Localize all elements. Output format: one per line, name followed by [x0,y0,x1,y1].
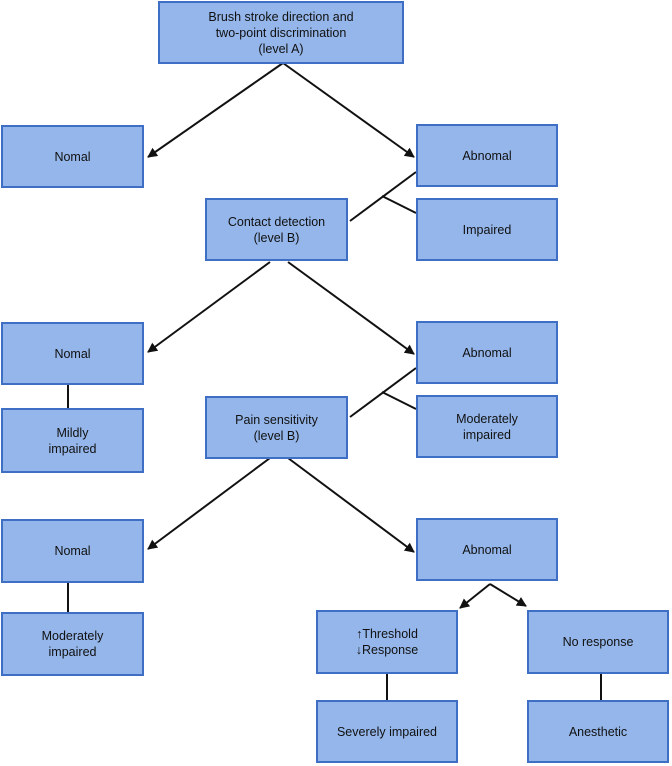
abnormal-a-label: Abnomal [462,148,512,163]
normal-c-label: Nomal [54,544,91,558]
mildly-impaired-box: Mildly impaired [1,408,144,473]
line-split-to-moderately [381,391,417,410]
mildly-impaired-label: Mildly impaired [48,425,97,456]
arrow-levelA-to-normal [147,62,284,158]
normal-b-label: Nomal [54,346,91,361]
normal-a-label: Nomal [54,149,91,164]
anesthetic-label: Anesthetic [568,724,628,739]
pain-sensitivity-label: Pain sensitivity (level B) [235,412,318,443]
contact-detection-label: Contact detection (level B) [227,214,326,245]
pain-sensitivity-box: Pain sensitivity (level B) [205,396,348,459]
arrow-pain-to-normal [147,457,271,550]
arrow-levelA-to-abnormal [282,62,415,158]
impaired-label: Impaired [462,222,512,237]
threshold-response-label: ↑Threshold ↓Response [355,627,419,657]
abnormal-a-box: Abnomal [416,124,558,187]
normal-a-box: Nomal [1,125,144,188]
arrow-contact-to-abnormal [287,261,415,355]
severely-impaired-label: Severely impaired [336,724,438,739]
normal-c-box: Nomal [1,519,144,583]
abnormal-c-label: Abnomal [462,542,512,557]
level-a-label: Brush stroke direction and two-point dis… [208,9,354,56]
no-response-label: No response [562,635,634,649]
normal-b-box: Nomal [1,322,144,385]
abnormal-c-box: Abnomal [416,518,558,581]
severely-impaired-box: Severely impaired [316,700,458,763]
contact-detection-box: Contact detection (level B) [205,198,348,261]
moderately-impaired-1-label: Moderately impaired [456,411,518,442]
abnormal-b-label: Abnomal [462,345,512,360]
threshold-response-box: ↑Threshold ↓Response [316,610,458,674]
arrow-contact-to-normal [147,261,271,353]
moderately-impaired-2-box: Moderately impaired [1,612,144,676]
moderately-impaired-2-label: Moderately impaired [41,629,104,659]
arrow-abnormalC-to-noresponse [489,583,527,607]
impaired-box: Impaired [416,198,558,261]
arrow-abnormalC-to-threshold [459,583,491,609]
no-response-box: No response [527,610,669,674]
moderately-impaired-1-box: Moderately impaired [416,395,558,458]
level-a-box: Brush stroke direction and two-point dis… [158,1,404,64]
line-split-to-impaired [381,195,417,214]
abnormal-b-box: Abnomal [416,321,558,384]
anesthetic-box: Anesthetic [527,700,669,763]
arrow-pain-to-abnormal [287,457,415,553]
